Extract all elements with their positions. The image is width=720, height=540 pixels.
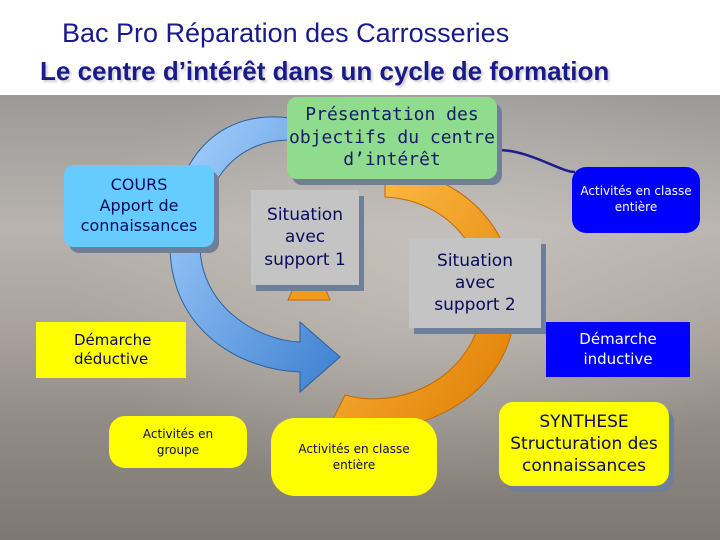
activites-classe-bottom-line-2: entière xyxy=(332,458,376,472)
cours-box: COURS Apport de connaissances xyxy=(64,165,214,247)
activites-groupe-box: Activités en groupe xyxy=(109,416,247,468)
situation-2-line-1: Situation xyxy=(437,250,513,271)
situation-1-box: Situation avec support 1 xyxy=(251,190,359,285)
presentation-line-3: d’intérêt xyxy=(343,149,441,171)
activites-groupe-line-2: groupe xyxy=(156,443,200,457)
activites-classe-top-box: Activités en classe entière xyxy=(572,167,700,233)
presentation-line-1: Présentation des xyxy=(305,104,479,126)
synthese-line-2: Structuration des xyxy=(510,433,658,454)
demarche-deductive-box: Démarche déductive xyxy=(36,322,186,378)
synthese-box: SYNTHESE Structuration des connaissances xyxy=(499,402,669,486)
situation-2-line-3: support 2 xyxy=(434,295,516,316)
demarche-inductive-box: Démarche inductive xyxy=(546,322,690,377)
cours-line-2: Apport de xyxy=(99,195,179,215)
activites-classe-top-line-1: Activités en classe xyxy=(580,184,692,199)
activites-groupe-line-1: Activités en xyxy=(142,426,214,441)
demarche-inductive-line-1: Démarche xyxy=(579,330,657,348)
callout-pointer xyxy=(497,148,576,174)
slide-subtitle: Le centre d’intérêt dans un cycle de for… xyxy=(40,56,610,86)
demarche-deductive-line-2: déductive xyxy=(74,350,149,368)
situation-1-line-1: Situation xyxy=(267,205,343,226)
situation-2-line-2: avec xyxy=(454,272,496,293)
situation-1-line-2: avec xyxy=(284,227,326,248)
presentation-line-2: objectifs du centre xyxy=(289,126,495,148)
presentation-box: Présentation des objectifs du centre d’i… xyxy=(287,97,497,179)
cours-line-3: connaissances xyxy=(80,216,198,236)
situation-1-line-3: support 1 xyxy=(264,249,346,270)
activites-classe-bottom-line-1: Activités en classe xyxy=(298,441,410,456)
situation-2-box: Situation avec support 2 xyxy=(409,238,541,328)
cours-title: COURS xyxy=(110,174,168,194)
slide-title: Bac Pro Réparation des Carrosseries xyxy=(62,18,510,48)
activites-classe-bottom-box: Activités en classe entière xyxy=(271,418,437,496)
synthese-line-3: connaissances xyxy=(521,456,646,477)
demarche-inductive-line-2: inductive xyxy=(583,349,653,368)
activites-classe-top-line-2: entière xyxy=(614,200,658,214)
demarche-deductive-line-1: Démarche xyxy=(74,330,152,349)
synthese-title: SYNTHESE xyxy=(539,411,629,432)
